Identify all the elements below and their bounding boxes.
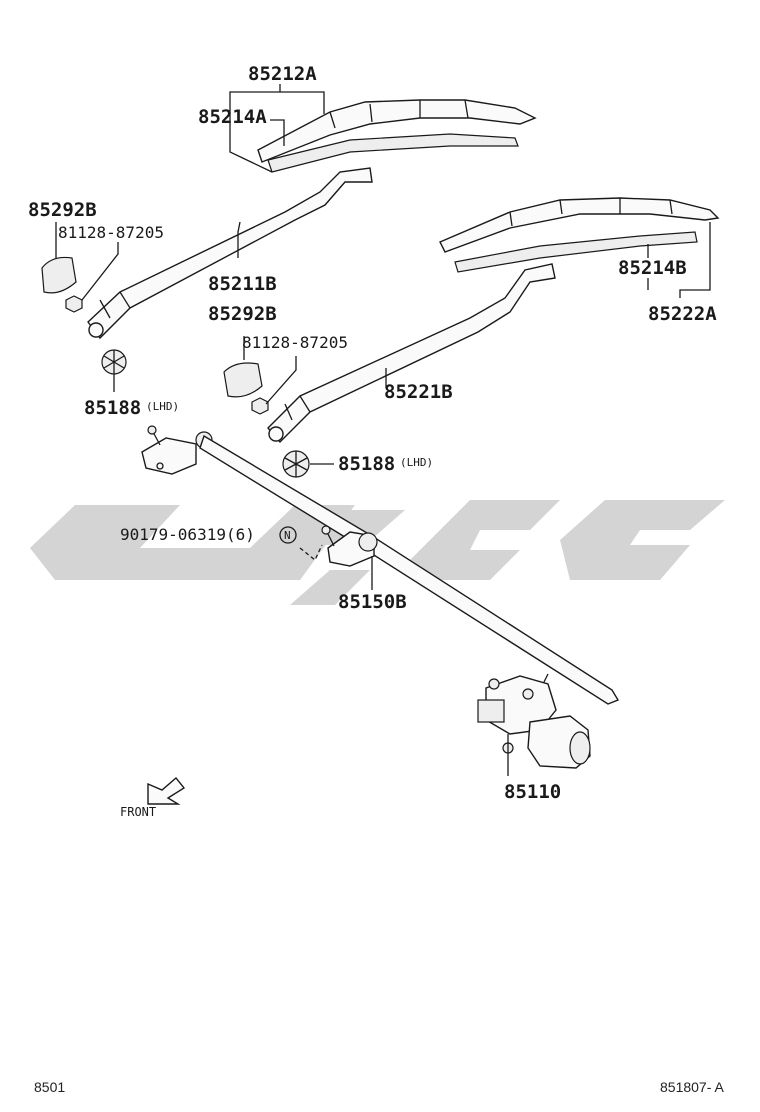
label-85214B: 85214B [618,257,687,279]
label-85188-left: 85188 [84,397,141,419]
footer-right-code: 851807- A [660,1079,724,1095]
label-front: FRONT [120,805,156,819]
n-mark-circle [279,526,297,544]
leader-lines [55,84,711,776]
label-85110: 85110 [504,781,561,803]
label-85222A: 85222A [648,303,717,325]
label-90179: 90179-06319(6) [120,525,255,544]
label-lhd-right: (LHD) [400,456,433,469]
left-wiper-blade [257,99,537,173]
front-arrow-icon [147,776,186,805]
left-arm-cap [41,256,77,294]
label-85214A: 85214A [198,106,267,128]
left-pivot [141,425,213,475]
right-wiper-arm [267,263,556,444]
label-lhd-left: (LHD) [146,400,179,413]
wiper-linkage-rod [199,434,620,705]
label-85292B-left: 85292B [28,199,97,221]
center-pivot [299,525,378,567]
label-85188-right: 85188 [338,453,395,475]
label-85211B: 85211B [208,273,277,295]
label-85150B: 85150B [338,591,407,613]
label-85292B-right: 85292B [208,303,277,325]
right-wiper-blade [439,197,720,273]
label-81128-left: 81128-87205 [58,223,164,242]
left-wiper-arm [87,167,373,340]
footer-left-code: 8501 [34,1079,65,1095]
right-arm-cap [223,362,263,398]
label-n-mark: N [284,529,291,542]
right-bushing [282,450,310,478]
left-bushing [101,349,127,375]
label-81128-right: 81128-87205 [242,333,348,352]
wiper-motor [477,673,591,769]
left-arm-nut [65,295,83,313]
label-85221B: 85221B [384,381,453,403]
right-arm-nut [251,397,269,415]
label-85212A: 85212A [248,63,317,85]
